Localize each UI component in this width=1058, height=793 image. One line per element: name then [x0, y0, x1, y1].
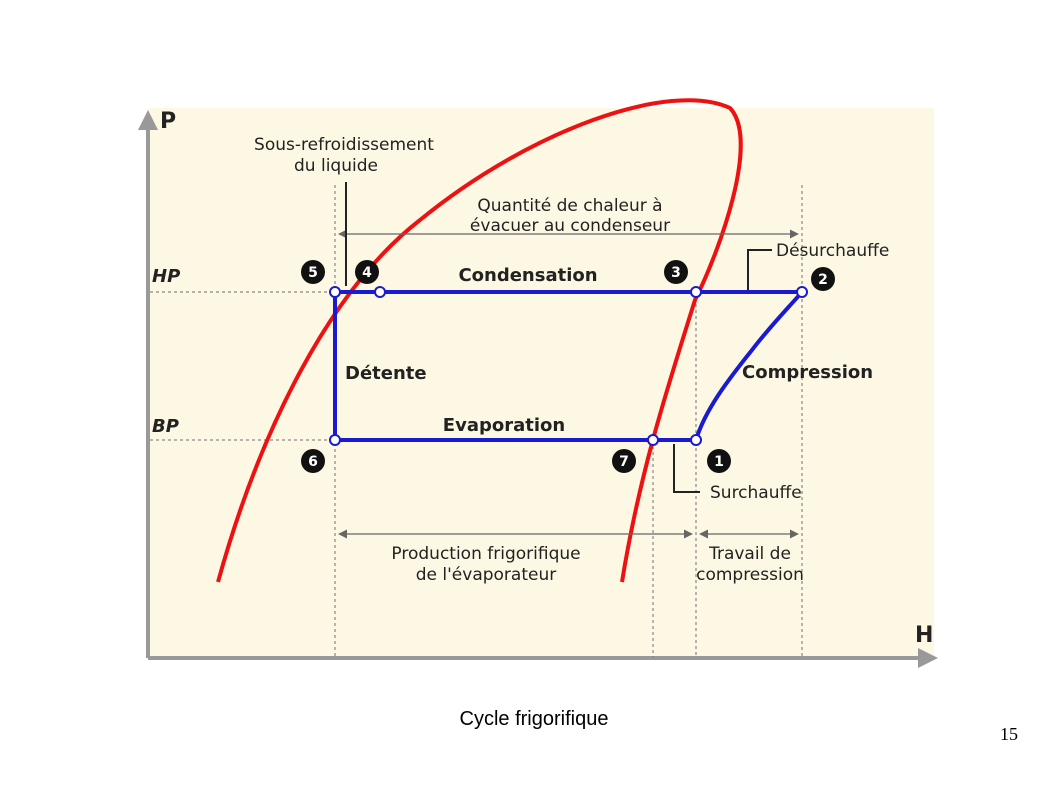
svg-text:6: 6: [308, 454, 318, 470]
leader-lines: [345, 182, 772, 493]
condensation-label: Condensation: [458, 265, 597, 286]
dimension-arrows: [338, 229, 799, 539]
compression-label: Compression: [742, 362, 873, 383]
slide-number: 15: [1000, 724, 1018, 744]
saturation-curve: [216, 98, 743, 583]
axes: P H: [138, 109, 938, 668]
point-badge-5: 5: [301, 260, 325, 284]
node-point-7: [647, 434, 659, 446]
evaporation-label: Evaporation: [443, 415, 565, 436]
desurchauffe-label: Désurchauffe: [776, 241, 889, 261]
diagram-background: [148, 108, 934, 658]
x-axis-label: H: [915, 623, 933, 648]
node-point-2: [796, 286, 808, 298]
node-point-5: [329, 286, 341, 298]
svg-text:7: 7: [619, 454, 629, 470]
cycle-nodes: [329, 286, 808, 446]
svg-text:3: 3: [671, 265, 681, 281]
x-axis-arrow-icon: [918, 648, 938, 668]
travail-label-line2: compression: [696, 565, 804, 585]
svg-text:1: 1: [714, 454, 724, 470]
svg-text:5: 5: [308, 265, 318, 281]
production-label-line2: de l'évaporateur: [416, 565, 556, 585]
point-badge-7: 7: [612, 449, 636, 473]
surchauffe-label: Surchauffe: [710, 483, 802, 503]
point-badge-6: 6: [301, 449, 325, 473]
svg-text:4: 4: [362, 265, 372, 281]
point-badge-3: 3: [664, 260, 688, 284]
sous-refroidissement-label-line1: Sous-refroidissement: [254, 135, 434, 155]
svg-text:2: 2: [818, 272, 828, 288]
refrigeration-cycle: [333, 290, 804, 442]
hp-label: HP: [152, 266, 180, 287]
detente-label: Détente: [345, 363, 427, 384]
point-badge-4: 4: [355, 260, 379, 284]
slide-caption: Cycle frigorifique: [459, 708, 609, 730]
sous-refroidissement-label-line2: du liquide: [294, 156, 378, 176]
y-axis-arrow-icon: [138, 110, 158, 130]
bp-label: BP: [152, 416, 179, 437]
travail-label-line1: Travail de: [708, 544, 791, 564]
point-badge-2: 2: [811, 267, 835, 291]
node-point-4: [374, 286, 386, 298]
node-point-1: [690, 434, 702, 446]
chaleur-condenseur-label-line1: Quantité de chaleur à: [477, 196, 662, 216]
node-point-6: [329, 434, 341, 446]
node-point-3: [690, 286, 702, 298]
chaleur-condenseur-label-line2: évacuer au condenseur: [470, 216, 670, 236]
refrigeration-cycle-diagram: P H 5: [138, 98, 938, 668]
y-axis-label: P: [160, 109, 176, 134]
production-label-line1: Production frigorifique: [391, 544, 580, 564]
point-badge-1: 1: [707, 449, 731, 473]
